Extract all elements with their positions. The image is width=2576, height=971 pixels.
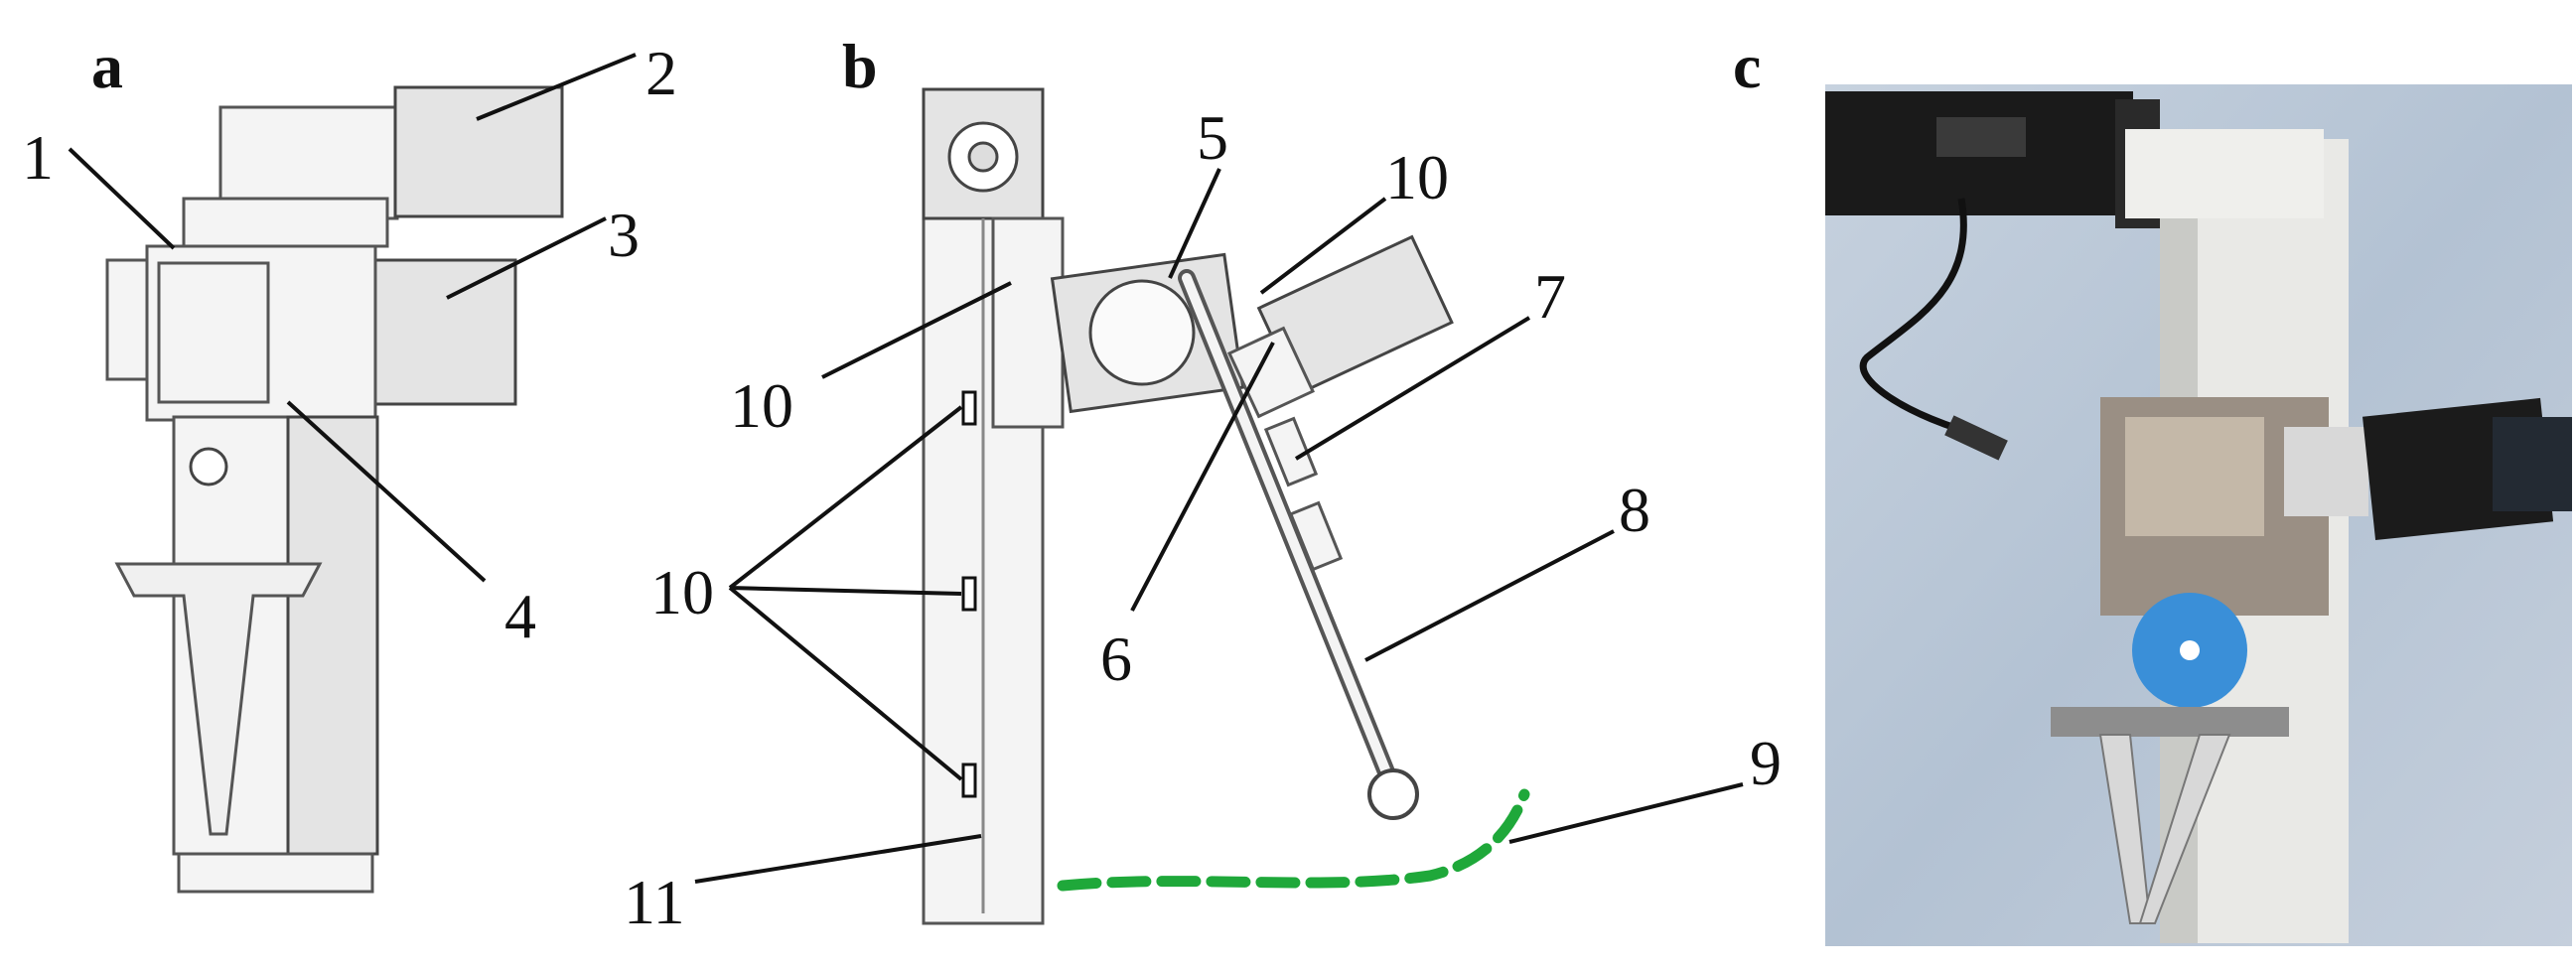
sensor-block-8 — [1288, 500, 1344, 572]
base-plate-a — [177, 852, 374, 894]
panel-c: c — [1733, 31, 2572, 946]
marker-10-top — [961, 390, 977, 426]
panel-letter-b: b — [842, 31, 878, 101]
gripper-jaw-frame — [157, 261, 270, 404]
leader-4 — [286, 400, 487, 583]
arm-tip — [1367, 768, 1419, 820]
leader-11 — [694, 834, 982, 884]
leader-5 — [1168, 168, 1221, 279]
leader-10-top-right — [1259, 197, 1387, 295]
photo-blue-disc-hub — [2180, 640, 2200, 660]
callout-9: 9 — [1750, 728, 1782, 798]
callout-7: 7 — [1534, 261, 1566, 332]
slide-rail-a — [286, 415, 379, 856]
photo-cable-connector — [1944, 415, 2008, 461]
callout-10-top-right: 10 — [1385, 142, 1449, 212]
leader-2 — [476, 53, 637, 121]
frame-plate — [182, 197, 389, 248]
panel-b: b — [624, 31, 1782, 937]
carriage — [991, 216, 1065, 429]
callout-5: 5 — [1197, 102, 1228, 173]
sensor-block-7 — [1263, 416, 1319, 487]
photo-column-top — [2125, 129, 2324, 218]
photo-right-motor-cap — [2493, 417, 2572, 511]
photo-top-motor-label — [1936, 117, 2026, 157]
leader-6 — [1130, 342, 1275, 612]
rotary-joint-disc — [1088, 279, 1196, 386]
joint-circle-a — [189, 447, 228, 486]
callout-10-left-upper: 10 — [730, 370, 793, 441]
leader-10-left-upper — [821, 281, 1012, 379]
leader-1 — [68, 147, 176, 250]
leader-8 — [1364, 529, 1615, 662]
callout-10-left-group: 10 — [650, 557, 714, 627]
photo-right-motor-coupling — [2284, 427, 2368, 516]
side-bracket — [105, 258, 149, 381]
arm-bar-core — [1182, 273, 1400, 799]
callout-4: 4 — [504, 581, 536, 651]
leader-9 — [1508, 782, 1744, 844]
photo-gripper-bar — [2051, 707, 2289, 737]
leader-10-b — [729, 586, 962, 596]
callout-8: 8 — [1619, 475, 1650, 545]
callout-2: 2 — [645, 38, 677, 108]
callout-11: 11 — [624, 867, 685, 937]
callout-3: 3 — [608, 200, 640, 270]
marker-10-mid — [961, 576, 977, 612]
trajectory-9 — [1057, 788, 1530, 892]
marker-10-low — [961, 763, 977, 798]
panel-a: a 1 2 3 4 — [22, 31, 677, 894]
leader-10-a — [728, 405, 963, 590]
callout-6: 6 — [1100, 624, 1132, 694]
motor-3-housing — [372, 258, 517, 406]
column-top-bearing-inner — [967, 141, 999, 173]
cylinder-clamp — [1227, 326, 1315, 419]
photo-gripper-right-jaw — [2138, 734, 2231, 924]
panel-letter-a: a — [91, 31, 123, 101]
leader-10-c — [728, 586, 963, 781]
leader-3 — [446, 216, 607, 300]
tong-fork — [114, 562, 323, 836]
callout-1: 1 — [22, 122, 54, 193]
photo-content — [1825, 91, 2572, 943]
panel-letter-c: c — [1733, 31, 1761, 101]
photo-cable — [1859, 198, 1987, 441]
leader-7 — [1294, 316, 1531, 461]
motor-2-housing — [393, 85, 564, 218]
photo-carriage-light — [2125, 417, 2264, 536]
